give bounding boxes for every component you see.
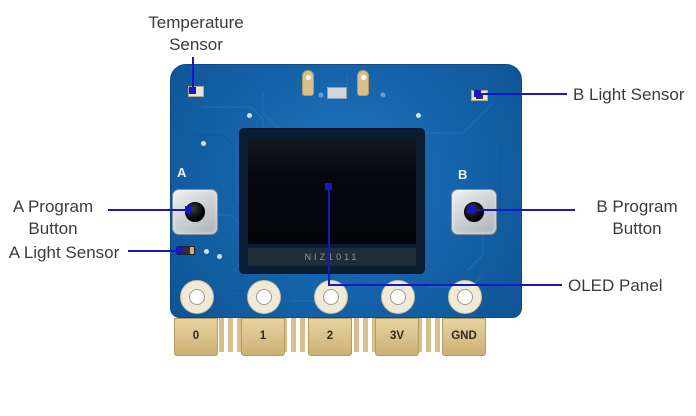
via-hole <box>204 249 209 254</box>
oled-screen <box>248 138 416 244</box>
via-hole <box>217 254 222 259</box>
annotation-marker-a-light-sensor <box>176 247 183 254</box>
pad-hole <box>361 75 366 80</box>
annotation-line-b-light-sensor <box>483 93 567 95</box>
annotation-line-a-program-button <box>108 209 185 211</box>
annotation-label-a-light-sensor: A Light Sensor <box>8 243 120 262</box>
pin-label: 0 <box>192 330 200 342</box>
top-chip <box>327 87 347 99</box>
annotation-line-oled-panel-horizontal <box>328 284 562 286</box>
annotation-marker-a-program-button <box>185 206 192 213</box>
pin-hole-1 <box>247 280 281 314</box>
edge-pad-3v: 3V <box>375 318 419 356</box>
pin-label: 1 <box>259 330 267 342</box>
annotation-marker-b-light-sensor <box>474 90 481 97</box>
annotation-label-a-program-button: A Program Button <box>12 197 94 238</box>
via-hole <box>416 113 421 118</box>
annotation-label-b-light-sensor: B Light Sensor <box>573 85 685 104</box>
pin-hole-inner <box>323 289 339 305</box>
top-pad-right <box>357 70 369 96</box>
oled-panel: NIZ1011 <box>239 128 425 274</box>
annotation-marker-temperature-sensor <box>189 87 196 94</box>
via-hole <box>247 113 252 118</box>
pin-hole-0 <box>180 280 214 314</box>
oled-caption-text: NIZ1011 <box>248 248 416 266</box>
edge-pad-2: 2 <box>308 318 352 356</box>
button-a <box>172 189 218 235</box>
pin-hole-inner <box>256 289 272 305</box>
pad-hole <box>306 75 311 80</box>
temperature-sensor-component <box>188 86 204 97</box>
annotation-label-oled-panel: OLED Panel <box>568 276 663 295</box>
pin-hole-inner <box>457 289 473 305</box>
annotation-line-temperature-sensor <box>192 57 194 89</box>
button-b-silkscreen-label: B <box>458 167 468 182</box>
pin-hole-inner <box>390 289 406 305</box>
pin-label: 3V <box>389 330 405 342</box>
pin-label: GND <box>451 330 477 342</box>
annotation-label-temperature-sensor: Temperature Sensor <box>148 13 244 54</box>
pin-hole-inner <box>189 289 205 305</box>
edge-pad-0: 0 <box>174 318 218 356</box>
annotation-line-b-program-button <box>477 209 575 211</box>
pin-label: 2 <box>326 330 334 342</box>
button-a-silkscreen-label: A <box>177 165 187 180</box>
annotation-line-oled-panel-vertical <box>328 190 330 286</box>
annotation-line-a-light-sensor <box>128 250 178 252</box>
edge-pad-gnd: GND <box>442 318 486 356</box>
annotation-marker-b-program-button <box>468 206 475 213</box>
via-hole <box>201 141 206 146</box>
annotation-marker-oled-panel <box>325 183 332 190</box>
pcb-board: NIZ1011 A B <box>170 64 522 318</box>
top-pad-left <box>302 70 314 96</box>
annotation-label-b-program-button: B Program Button <box>596 197 678 238</box>
edge-pad-1: 1 <box>241 318 285 356</box>
